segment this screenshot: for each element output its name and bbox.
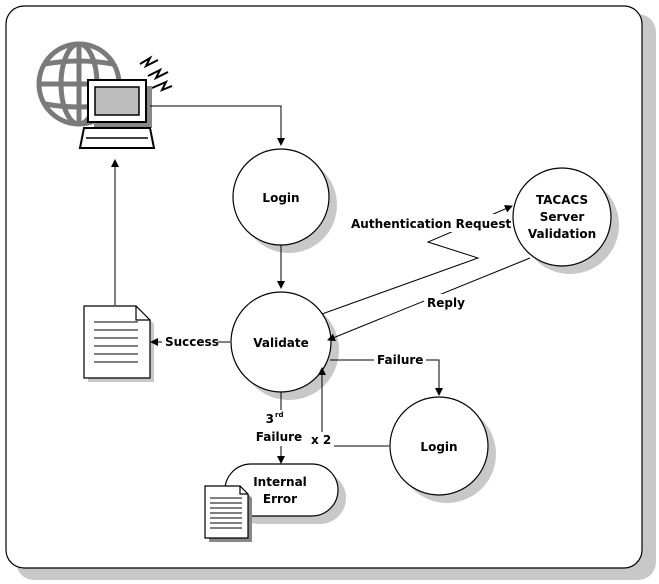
success-label: Success	[165, 335, 219, 349]
retry-label: x 2	[311, 433, 331, 447]
auth-request-label: Authentication Request	[351, 217, 511, 231]
failure-label: Failure	[377, 353, 423, 367]
computer-globe-icon	[36, 41, 173, 149]
tacacs-label-line2: Server	[540, 210, 585, 224]
tacacs-label-line1: TACACS	[536, 193, 588, 207]
internal-error-line1: Internal	[253, 475, 307, 489]
validate-label: Validate	[253, 336, 309, 350]
small-document-icon	[204, 485, 252, 542]
third-failure-number: 3	[266, 412, 274, 426]
third-failure-superscript: rd	[275, 411, 283, 419]
tacacs-server-node: TACACS Server Validation	[512, 167, 619, 274]
reply-label: Reply	[427, 296, 465, 310]
internal-error-node: Internal Error	[224, 463, 346, 524]
edge-failure	[330, 359, 443, 396]
login-bottom-node: Login	[389, 396, 496, 503]
validate-node: Validate	[230, 291, 339, 400]
document-icon	[83, 305, 154, 382]
login-top-node: Login	[232, 148, 337, 253]
third-failure-word: Failure	[256, 430, 302, 444]
login-top-label: Login	[262, 191, 299, 205]
tacacs-label-line3: Validation	[528, 227, 596, 241]
login-bottom-label: Login	[420, 440, 457, 454]
internal-error-line2: Error	[263, 492, 297, 506]
edge-computer-to-login	[150, 105, 285, 146]
